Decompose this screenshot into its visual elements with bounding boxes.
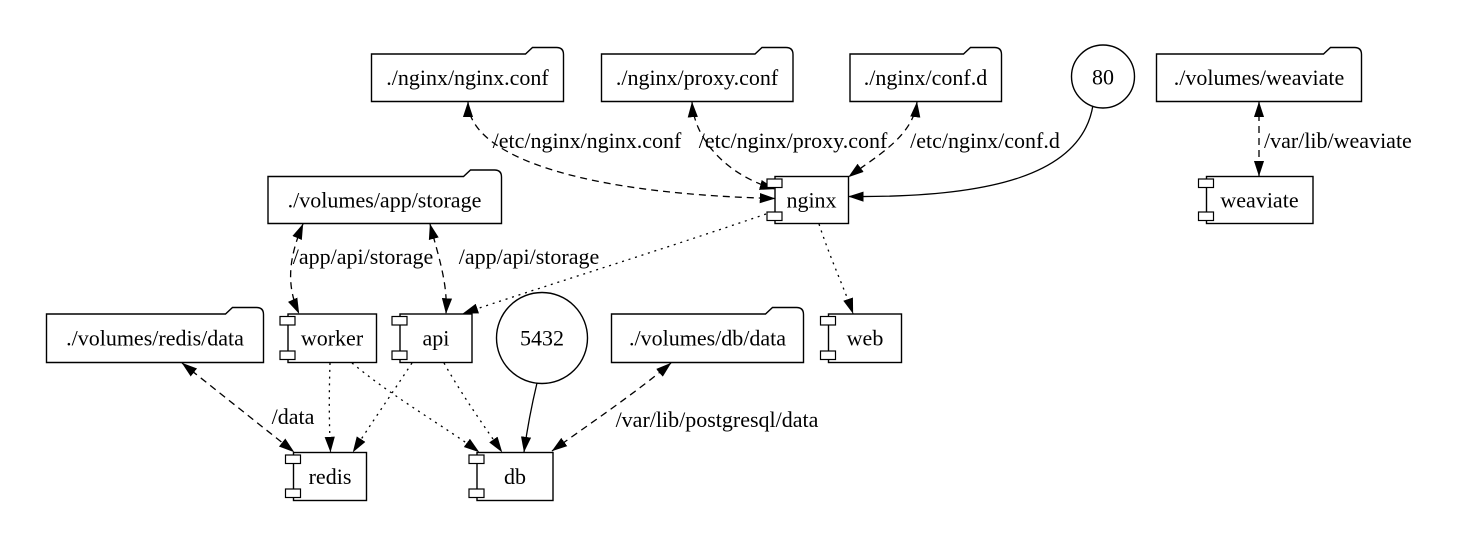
component-tab-icon: [819, 350, 837, 361]
component-tab-icon: [468, 488, 485, 499]
component-box: [399, 313, 473, 364]
node-label-port-80: 80: [1092, 65, 1114, 90]
node-port-5432: 5432: [495, 291, 589, 385]
port-circle: [1070, 44, 1136, 109]
node-proxy-conf-folder: ./nginx/proxy.conf: [600, 46, 794, 103]
edge-worker-to-redis: [324, 362, 335, 453]
component-box: [827, 313, 903, 364]
component-tab-icon: [279, 315, 296, 326]
edges-layer: [181, 101, 1265, 453]
node-label-proxy-conf: ./nginx/proxy.conf: [616, 65, 779, 90]
node-label-volumes-weaviate: ./volumes/weaviate: [1174, 65, 1344, 90]
edge-label-etc-nginx-nginx-conf: /etc/nginx/nginx.conf: [493, 128, 682, 153]
component-tab-icon: [766, 211, 783, 222]
node-label-db: db: [504, 464, 526, 489]
node-label-redis: redis: [309, 464, 352, 489]
component-box: [292, 451, 368, 502]
node-conf-d-folder: ./nginx/conf.d: [849, 46, 1003, 103]
edge-worker-to-db: [351, 362, 480, 453]
node-label-redis-data: ./volumes/redis/data: [66, 326, 244, 351]
node-nginx-component: nginx: [766, 175, 850, 225]
node-label-db-data: ./volumes/db/data: [629, 326, 786, 351]
component-tab-icon: [819, 315, 837, 326]
edge-port80-to-nginx: [848, 104, 1094, 202]
edge-nginx-to-nginx-conf: [462, 101, 776, 204]
node-label-weaviate: weaviate: [1220, 188, 1298, 213]
edge-label-data: /data: [272, 404, 315, 429]
node-nginx-conf-folder: ./nginx/nginx.conf: [370, 46, 565, 103]
node-weaviate-component: weaviate: [1197, 175, 1314, 225]
edge-port5432-to-db: [521, 382, 538, 453]
edge-label-app-api-storage-2: /app/api/storage: [459, 244, 600, 269]
component-box: [287, 313, 378, 364]
component-tab-icon: [279, 350, 296, 361]
folder-icon: [600, 46, 794, 103]
folder-icon: [370, 46, 565, 103]
edge-labels-layer: /etc/nginx/nginx.conf /etc/nginx/proxy.c…: [272, 128, 1412, 432]
edge-label-etc-nginx-proxy-conf: /etc/nginx/proxy.conf: [699, 128, 888, 153]
node-label-port-5432: 5432: [520, 326, 564, 351]
folder-icon: [610, 306, 805, 364]
node-worker-component: worker: [279, 313, 378, 364]
edge-db-to-db-data: [551, 362, 672, 452]
component-tab-icon: [284, 454, 302, 465]
component-tab-icon: [391, 315, 408, 326]
node-label-conf-d: ./nginx/conf.d: [864, 65, 987, 90]
node-db-data-folder: ./volumes/db/data: [610, 306, 805, 364]
node-volumes-weaviate-folder: ./volumes/weaviate: [1155, 46, 1363, 103]
edge-label-app-api-storage-1: /app/api/storage: [293, 244, 434, 269]
component-box: [476, 451, 554, 502]
edge-label-var-lib-weaviate: /var/lib/weaviate: [1264, 128, 1412, 153]
node-port-80: 80: [1070, 44, 1136, 109]
edge-api-to-redis: [352, 362, 413, 453]
edge-label-var-lib-postgresql-data: /var/lib/postgresql/data: [616, 407, 819, 432]
node-label-nginx-conf: ./nginx/nginx.conf: [386, 65, 549, 90]
folder-icon: [1155, 46, 1363, 103]
node-label-api: api: [423, 326, 450, 351]
node-label-app-storage: ./volumes/app/storage: [288, 188, 482, 213]
component-tab-icon: [766, 178, 783, 189]
edge-label-etc-nginx-conf-d: /etc/nginx/conf.d: [910, 128, 1060, 153]
folder-icon: [45, 306, 265, 364]
edge-nginx-to-proxy-conf: [687, 101, 776, 190]
component-tab-icon: [1197, 178, 1215, 189]
node-web-component: web: [819, 313, 903, 364]
edge-nginx-to-api: [462, 213, 767, 315]
component-box: [774, 175, 850, 225]
node-redis-data-folder: ./volumes/redis/data: [45, 306, 265, 364]
edge-nginx-to-conf-d: [848, 101, 921, 178]
node-db-component: db: [468, 451, 554, 502]
component-tab-icon: [284, 488, 302, 499]
edge-nginx-to-web: [818, 223, 854, 314]
component-tab-icon: [468, 454, 485, 465]
node-label-nginx: nginx: [786, 188, 836, 213]
node-redis-component: redis: [284, 451, 368, 502]
component-box: [1205, 175, 1314, 225]
component-tab-icon: [1197, 211, 1215, 222]
node-label-worker: worker: [301, 326, 364, 351]
node-api-component: api: [391, 313, 473, 364]
folder-icon: [267, 169, 503, 225]
folder-icon: [849, 46, 1003, 103]
node-label-web: web: [847, 326, 884, 351]
edge-api-to-db: [443, 362, 503, 453]
port-circle: [495, 291, 589, 385]
node-app-storage-folder: ./volumes/app/storage: [267, 169, 503, 225]
component-tab-icon: [391, 350, 408, 361]
